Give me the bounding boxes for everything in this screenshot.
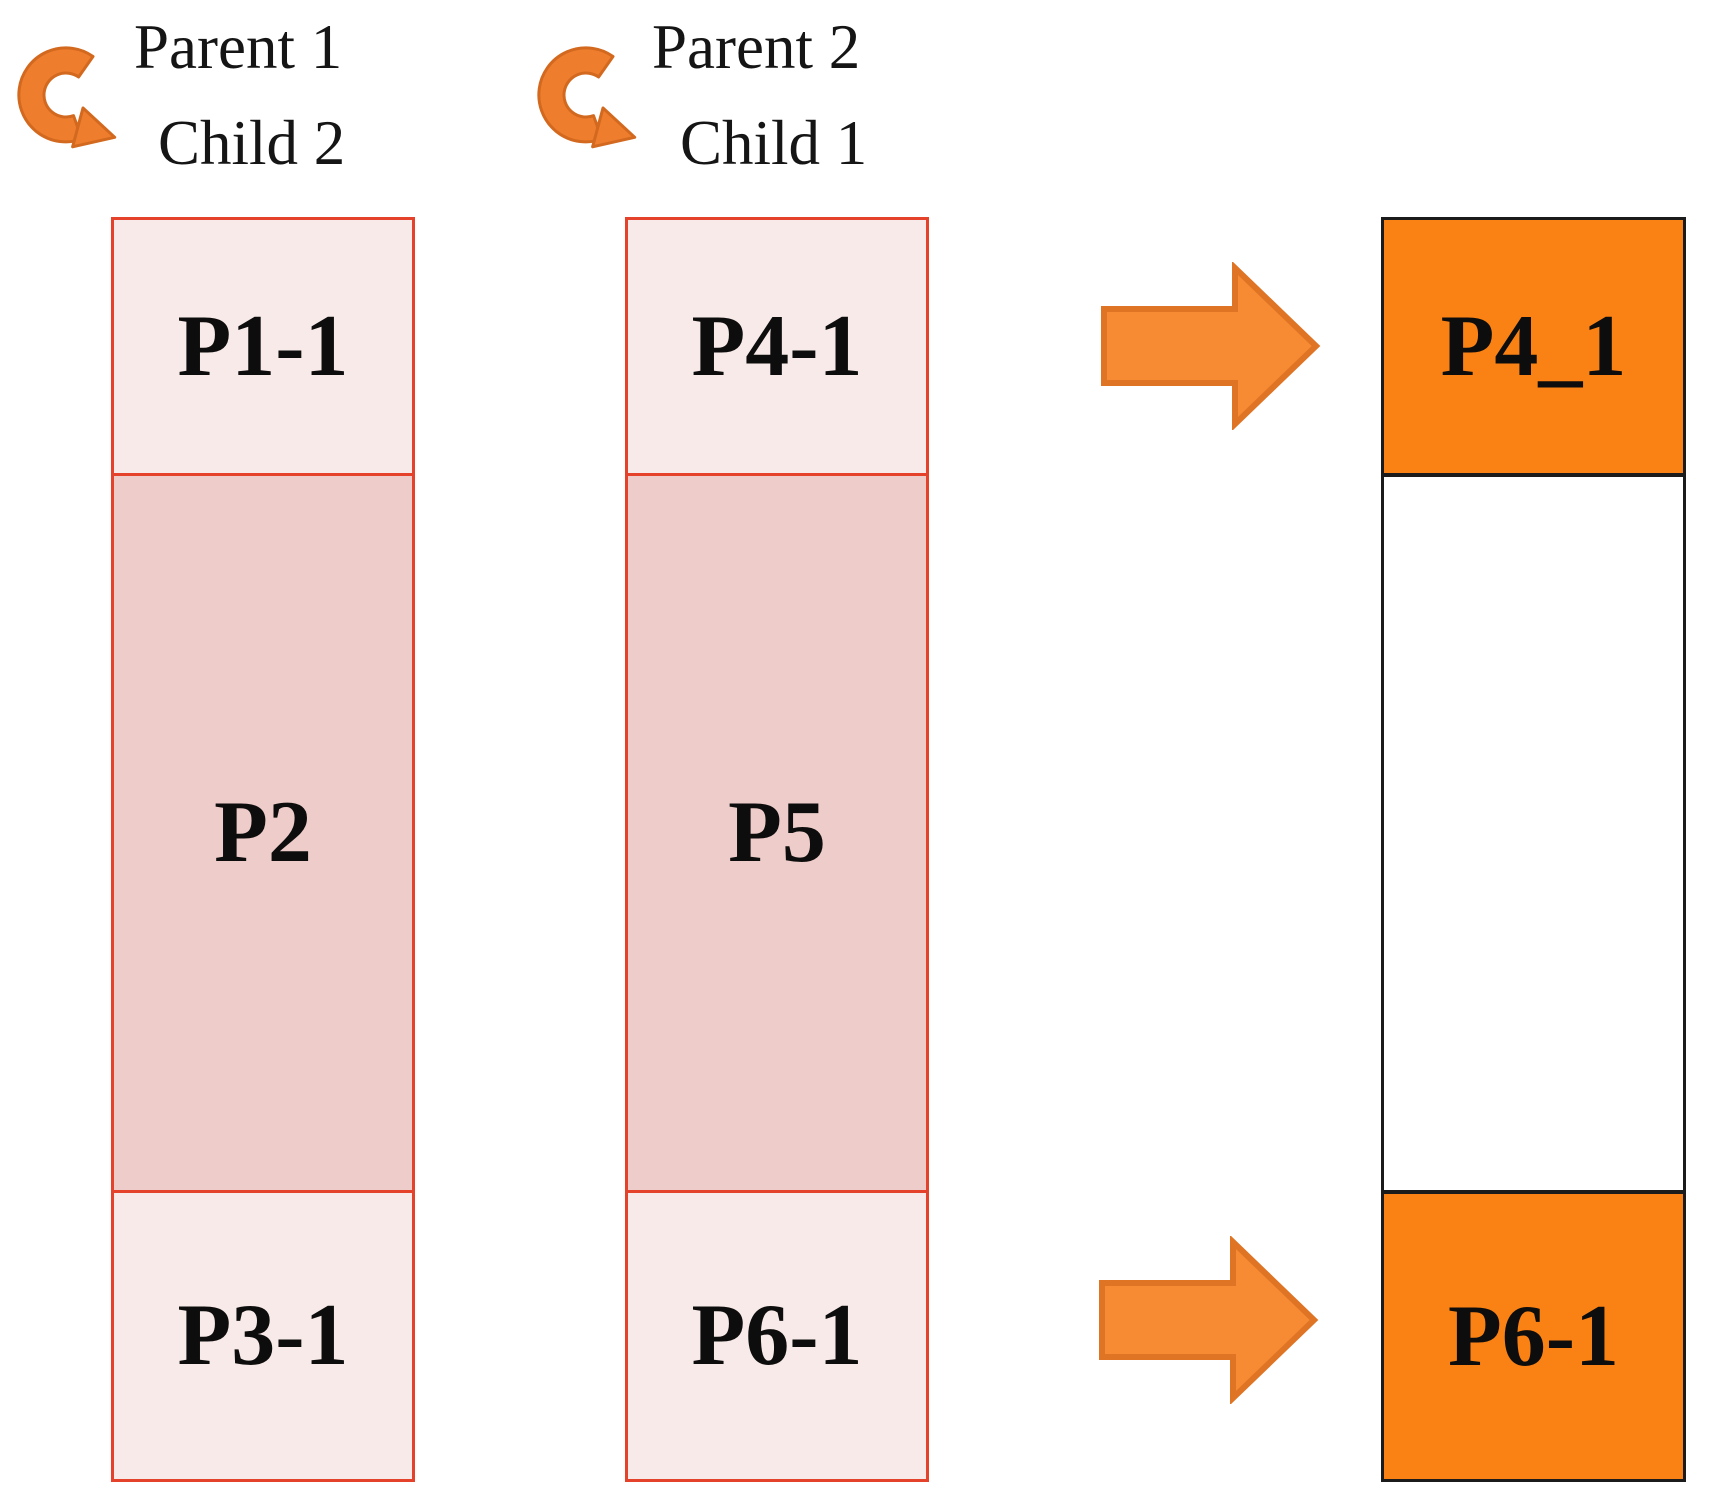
transfer-arrow-top-icon [1101, 262, 1321, 430]
child-column: P4_1 P6-1 [1381, 217, 1686, 1482]
parent2-column: P4-1 P5 P6-1 [625, 217, 929, 1482]
transfer-arrow-bottom-icon [1099, 1236, 1319, 1404]
child-segment-empty [1384, 473, 1683, 1190]
child-segment-p4-1: P4_1 [1384, 220, 1683, 473]
segment-label: P6-1 [1447, 1287, 1620, 1385]
parent2-label: Parent 2 [652, 12, 861, 82]
segment-label: P4-1 [691, 297, 863, 395]
parent1-segment-p2: P2 [114, 473, 412, 1190]
parent2-segment-p6-1: P6-1 [628, 1190, 926, 1479]
segment-label: P2 [214, 784, 312, 881]
swap-curved-arrow-icon [537, 46, 637, 149]
parent1-column: P1-1 P2 P3-1 [111, 217, 415, 1482]
segment-label: P6-1 [691, 1287, 863, 1384]
parent1-label: Parent 1 [134, 12, 343, 82]
segment-label: P5 [728, 784, 826, 881]
parent2-segment-p5: P5 [628, 473, 926, 1190]
parent2-segment-p4-1: P4-1 [628, 220, 926, 473]
parent1-segment-p3-1: P3-1 [114, 1190, 412, 1479]
child2-label: Child 2 [158, 108, 346, 178]
segment-label: P3-1 [177, 1287, 349, 1384]
swap-curved-arrow-icon [17, 46, 117, 149]
segment-label: P4_1 [1440, 297, 1627, 395]
parent1-segment-p1-1: P1-1 [114, 220, 412, 473]
child-segment-p6-1: P6-1 [1384, 1190, 1683, 1479]
child1-label: Child 1 [680, 108, 868, 178]
segment-label: P1-1 [177, 297, 349, 395]
